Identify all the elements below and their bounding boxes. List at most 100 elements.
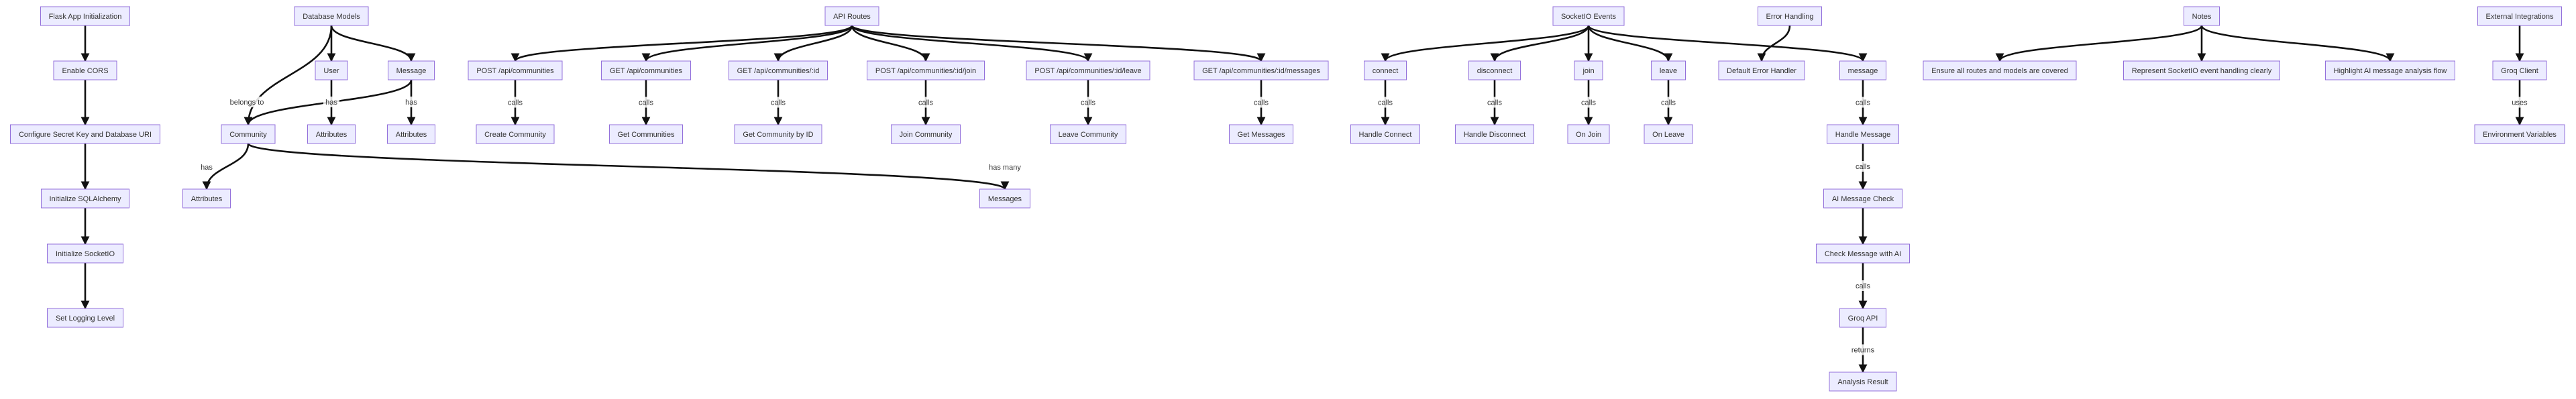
node-get-communities: GET /api/communities [601,60,691,80]
node-box [1050,124,1126,144]
node-label: SocketIO Events [1561,13,1616,21]
edge-label-calls: calls [1375,97,1395,108]
node-label: GET /api/communities [610,67,683,75]
node-analysis-result: Analysis Result [1829,372,1897,392]
node-box [221,124,276,144]
edges-layer [80,24,2524,374]
edge-label-text: calls [1081,99,1096,107]
edge-socketio-events-to-ev-connect [1381,25,1590,62]
node-label: Message [396,67,427,75]
node-enable-cors: Enable CORS [53,60,117,80]
edge-label-text: calls [1378,99,1393,107]
node-box [2184,6,2220,26]
node-handle-disconnect: Handle Disconnect [1455,124,1534,144]
node-post-join: POST /api/communities/:id/join [867,60,985,80]
edge-label-has: has [323,97,339,107]
node-label: On Leave [1652,131,1684,139]
edge-db-models-to-message-model [330,25,416,62]
node-box [729,60,828,80]
node-box [315,60,348,80]
node-handle-connect: Handle Connect [1350,124,1420,144]
edge-label-calls: calls [1251,97,1271,108]
edge-db-models-to-community [244,25,333,126]
node-ai-check: AI Message Check [1823,188,1902,209]
node-box [388,60,435,80]
node-label: POST /api/communities/:id/join [875,67,976,75]
node-label: Community [229,131,267,139]
node-box [1816,243,1910,264]
node-label: leave [1660,67,1677,75]
edge-label-calls: calls [1853,280,1873,291]
edge-label-calls: calls [636,97,656,108]
node-post-leave: POST /api/communities/:id/leave [1026,60,1150,80]
node-label: AI Message Check [1832,195,1894,203]
edge-label-text: has [405,99,417,107]
node-groq-api: Groq API [1839,308,1886,328]
node-get-communities-fn: Get Communities [609,124,683,144]
edge-label-has: has [403,97,419,107]
edge-socketio-events-to-ev-message [1587,25,1868,62]
node-label: Notes [2192,13,2212,21]
edge-labels-layer: has has belongs to has has many calls calls cal… [199,97,2530,355]
node-get-messages-route: GET /api/communities/:id/messages [1193,60,1329,80]
edge-label-text: calls [1661,99,1676,107]
node-label: On Join [1576,131,1601,139]
node-box [1839,308,1886,328]
node-label: Default Error Handler [1727,67,1796,75]
node-label: GET /api/communities/:id [737,67,820,75]
node-box [1823,188,1902,209]
edge-api-routes-to-get-messages-route [851,24,1266,62]
node-set-logging: Set Logging Level [47,308,123,328]
node-label: message [1848,67,1878,75]
node-box [1229,124,1293,144]
node-label: Set Logging Level [56,315,115,323]
edge-label-text: uses [2512,99,2528,107]
node-label: POST /api/communities [476,67,554,75]
node-message-attributes: Attributes [387,124,435,144]
node-box [41,188,129,209]
node-community-attributes: Attributes [182,188,231,209]
edge-api-routes-to-get-communities [641,25,853,62]
node-on-join: On Join [1567,124,1610,144]
edge-label-text: calls [1581,99,1597,107]
node-label: Initialize SQLAlchemy [50,195,121,203]
node-db-models: Database Models [294,6,369,26]
edge-label-belongs-to: belongs to [227,97,266,107]
node-box [182,188,231,209]
edge-label-text: calls [1254,99,1269,107]
node-box [2477,6,2562,26]
node-label: Database Models [303,13,360,21]
node-label: join [1582,67,1594,75]
edge-label-text: calls [918,99,934,107]
node-box [867,60,985,80]
node-on-leave: On Leave [1644,124,1693,144]
node-label: Environment Variables [2483,131,2557,139]
node-groq-client: Groq Client [2492,60,2547,80]
node-box [1644,124,1693,144]
node-box [1827,124,1899,144]
node-box [47,308,123,328]
node-label: Groq API [1848,315,1878,323]
node-ev-message: message [1839,60,1886,80]
edge-label-text: has [201,164,213,172]
node-label: Leave Community [1059,131,1118,139]
node-config-secret: Configure Secret Key and Database URI [10,124,160,144]
node-notes: Notes [2184,6,2220,26]
node-default-error: Default Error Handler [1718,60,1805,80]
edge-label-text: calls [639,99,654,107]
edge-notes-to-note3 [2200,25,2395,62]
node-box [1574,60,1603,80]
node-flask-init: Flask App Initialization [40,6,130,26]
node-label: disconnect [1477,67,1513,75]
edge-label-text: has many [989,164,1021,172]
node-box [609,124,683,144]
node-create-community: Create Community [476,124,555,144]
edge-label-text: calls [1487,99,1503,107]
node-init-sqlalchemy: Initialize SQLAlchemy [41,188,129,209]
edge-api-routes-to-post-communities [511,24,853,62]
node-label: Configure Secret Key and Database URI [19,131,152,139]
node-ev-join: join [1574,60,1603,80]
node-api-routes: API Routes [824,6,879,26]
edge-community-to-community-attributes [202,143,250,190]
